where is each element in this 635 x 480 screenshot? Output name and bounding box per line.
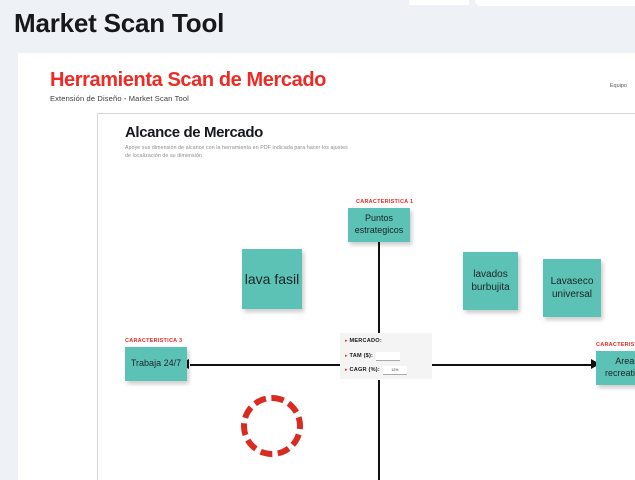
center-fields-box[interactable]: ▸ MERCADO: lavanderia express ▸ TAM ($):… [340,333,432,379]
sticky-note-lavaseco-universal[interactable]: Lavaseco universal [543,259,601,317]
worksheet-canvas[interactable]: Alcance de Mercado Apoye sus dimensión d… [97,113,635,480]
field-input-tam[interactable] [376,351,401,361]
feature-label-3: CARACTERISTICA 3 [125,338,183,344]
app-title: Market Scan Tool [14,8,225,38]
app-header: Market Scan Tool [0,0,635,50]
bullet-icon: ▸ [345,337,348,344]
header-notch-decoration [475,0,635,6]
connector-line-right [425,364,593,366]
header-notch-decoration-2 [409,0,469,5]
canvas-description: Apoye sus dimensión de alcance con la he… [125,145,348,160]
bullet-icon: ▸ [345,352,348,359]
canvas-title: Alcance de Mercado [125,124,263,141]
field-label-mercado: MERCADO: [349,338,382,344]
sticky-note-lava-fasil[interactable]: lava fasil [242,249,302,309]
field-row-cagr[interactable]: ▸ CAGR (%): 12% [345,364,407,376]
feature-label-4: CARACTERISTICA 4 [596,342,635,348]
document-subtitle: Extensión de Diseño - Market Scan Tool [50,94,189,103]
document-title: Herramienta Scan de Mercado [50,69,326,91]
field-label-tam: TAM ($): [349,353,374,359]
bullet-icon: ▸ [345,366,348,373]
arrow-right-icon [591,359,600,369]
feature-label-1: CARACTERISTICA 1 [356,199,414,205]
connector-line-top [378,242,380,334]
sticky-note-trabaja-24-7[interactable]: Trabaja 24/7 [125,347,187,381]
connector-line-left [190,364,344,366]
sticky-note-puntos-estrategicos[interactable]: Puntos estrategicos [348,208,410,242]
document-page: Herramienta Scan de Mercado Extensión de… [18,53,635,480]
sticky-note-lavados-burbujita[interactable]: lavados burbujita [463,252,518,310]
field-label-cagr: CAGR (%): [349,367,380,373]
connector-line-bottom [378,380,380,480]
field-input-cagr[interactable]: 12% [382,365,407,375]
red-dashed-circle-annotation[interactable] [241,395,303,457]
field-row-tam[interactable]: ▸ TAM ($): [345,350,401,362]
team-label: Equipo [609,83,627,89]
field-row-mercado[interactable]: ▸ MERCADO: lavanderia express [345,335,382,347]
sticky-note-areas-recreativas[interactable]: Areas recreativas [596,351,635,385]
